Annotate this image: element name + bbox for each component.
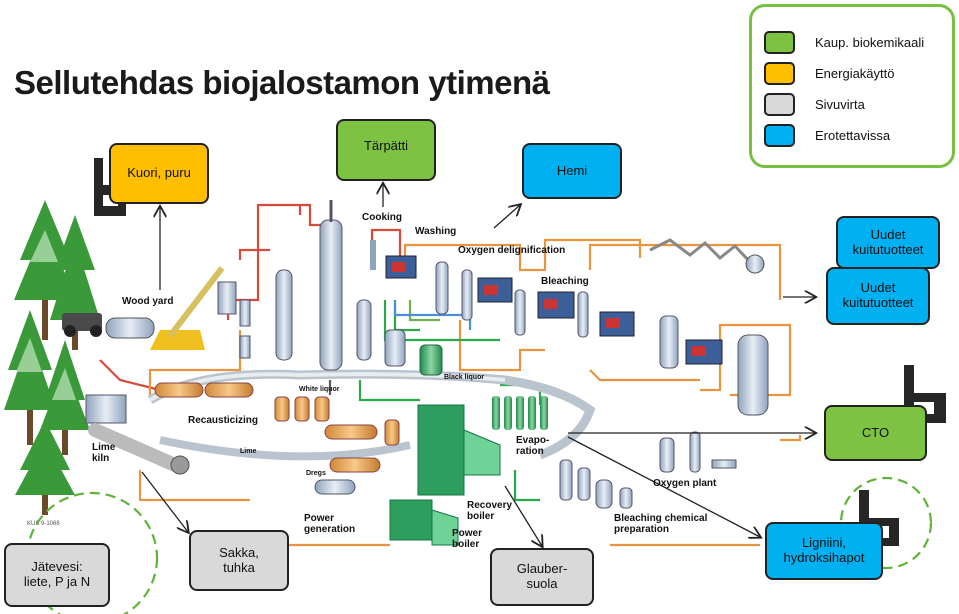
label-white-liquor: White liquor bbox=[299, 386, 340, 393]
legend-label: Sivuvirta bbox=[815, 97, 865, 112]
legend-swatch-green bbox=[764, 31, 795, 54]
product-cto: CTO bbox=[824, 405, 927, 461]
forest bbox=[4, 200, 100, 515]
legend-label: Kaup. biokemikaali bbox=[815, 35, 925, 50]
legend: Kaup. biokemikaali Energiakäyttö Sivuvir… bbox=[749, 4, 955, 168]
recausticizing-equipment bbox=[154, 382, 400, 473]
label-recovery-boiler: Recovery boiler bbox=[467, 500, 513, 522]
product-kuori-puru: Kuori, puru bbox=[109, 143, 209, 204]
label-bleaching: Bleaching bbox=[541, 276, 589, 287]
product-jatevesi: Jätevesi: liete, P ja N bbox=[4, 543, 110, 607]
label-power-boiler: Power boiler bbox=[452, 528, 483, 550]
paper-machine bbox=[649, 238, 765, 274]
arrows bbox=[141, 184, 815, 546]
legend-item-separable: Erotettavissa bbox=[764, 124, 890, 147]
page-title: Sellutehdas biojalostamon ytimenä bbox=[14, 64, 550, 101]
washers bbox=[385, 255, 769, 416]
label-lime-kiln: Lime kiln bbox=[92, 442, 116, 464]
chemical-plant bbox=[314, 431, 737, 509]
label-lime: Lime bbox=[240, 448, 257, 455]
legend-item-sidestream: Sivuvirta bbox=[764, 93, 865, 116]
product-glauber-suola: Glauber-suola bbox=[490, 548, 594, 606]
legend-swatch-orange bbox=[764, 62, 795, 85]
label-dregs: Dregs bbox=[306, 470, 326, 477]
product-uudet-kuitutuotteet-1: Uudet kuitutuotteet bbox=[836, 216, 940, 269]
legend-label: Energiakäyttö bbox=[815, 66, 895, 81]
label-black-liquor: Black liquor bbox=[444, 374, 485, 381]
legend-item-biochemical: Kaup. biokemikaali bbox=[764, 31, 924, 54]
wood-yard-machinery bbox=[62, 266, 251, 359]
recovery-boiler bbox=[417, 396, 548, 496]
dashed-circle-left bbox=[25, 491, 159, 614]
label-oxygen-delignification: Oxygen delignification bbox=[458, 245, 566, 256]
digester bbox=[275, 200, 406, 371]
label-power-generation: Power generation bbox=[304, 513, 356, 535]
product-sakka-tuhka: Sakka, tuhka bbox=[189, 530, 289, 591]
label-washing: Washing bbox=[415, 226, 457, 237]
dashed-circle-right bbox=[839, 476, 933, 570]
label-oxygen-plant: Oxygen plant bbox=[653, 478, 717, 489]
label-wood-yard: Wood yard bbox=[122, 296, 174, 307]
legend-label: Erotettavissa bbox=[815, 128, 891, 143]
label-cooking: Cooking bbox=[362, 212, 402, 223]
lime-kiln bbox=[85, 394, 190, 475]
label-recausticizing: Recausticizing bbox=[188, 415, 259, 426]
legend-swatch-gray bbox=[764, 93, 795, 116]
product-tarpatti: Tärpätti bbox=[336, 119, 436, 181]
legend-swatch-blue bbox=[764, 124, 795, 147]
label-evaporation: Evapo-ration bbox=[516, 435, 550, 457]
product-ligniini: Ligniini, hydroksihapot bbox=[765, 522, 883, 580]
label-bleaching-chemical-preparation: Bleaching chemical preparation bbox=[614, 513, 708, 535]
image-code: KUS 9-1068 bbox=[27, 521, 60, 527]
product-uudet-kuitutuotteet-2: Uudet kuitutuotteet bbox=[826, 267, 930, 325]
product-hemi: Hemi bbox=[522, 143, 622, 199]
legend-item-energy: Energiakäyttö bbox=[764, 62, 895, 85]
power-boiler bbox=[389, 499, 459, 546]
